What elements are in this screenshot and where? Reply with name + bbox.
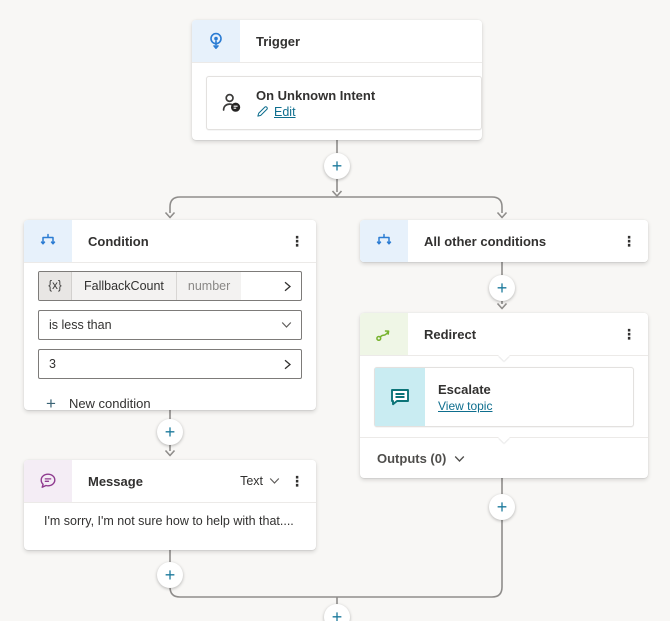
edit-pencil-icon [256, 105, 269, 118]
all-other-conditions-title: All other conditions [424, 233, 547, 249]
message-title: Message [88, 473, 143, 489]
outputs-label: Outputs (0) [377, 451, 447, 466]
message-node: Message Text ⋮ I'm sorry, I'm not sure h… [24, 460, 316, 550]
variable-badge-icon: {x} [39, 272, 72, 300]
redirect-node-header[interactable]: Redirect ⋮ [360, 313, 648, 356]
condition-node-header[interactable]: Condition ⋮ [24, 220, 316, 263]
condition-branch-icon [360, 220, 408, 262]
all-other-conditions-node: All other conditions ⋮ [360, 220, 648, 262]
condition-title: Condition [88, 233, 149, 249]
condition-more-menu-icon[interactable]: ⋮ [290, 232, 304, 249]
unknown-intent-person-icon [221, 92, 243, 114]
edit-link[interactable]: Edit [274, 104, 296, 119]
outputs-toggle[interactable]: Outputs (0) [360, 437, 648, 478]
redirect-more-menu-icon[interactable]: ⋮ [622, 325, 636, 342]
redirect-title: Redirect [424, 326, 477, 342]
variable-type: number [175, 272, 242, 300]
trigger-icon [192, 20, 240, 62]
condition-variable-row[interactable]: {x} FallbackCount number [38, 271, 302, 301]
add-node-button-after-redirect[interactable]: + [489, 494, 515, 520]
all-other-conditions-header[interactable]: All other conditions ⋮ [360, 220, 648, 262]
condition-value: 3 [49, 357, 56, 371]
variable-name: FallbackCount [72, 272, 176, 300]
plus-icon: + [46, 393, 56, 411]
add-node-button-after-merge[interactable]: + [324, 604, 350, 621]
chevron-right-icon [283, 281, 301, 292]
escalate-topic-icon [375, 368, 425, 426]
new-condition-button[interactable]: + New condition [46, 392, 302, 411]
redirect-header-notch [498, 355, 510, 361]
chevron-right-icon [283, 359, 301, 370]
condition-value-row[interactable]: 3 [38, 349, 302, 379]
operator-value: is less than [49, 318, 112, 332]
message-type-label[interactable]: Text [240, 474, 263, 488]
condition-node: Condition ⋮ {x} FallbackCount number is … [24, 220, 316, 410]
redirect-topic-title: Escalate [438, 381, 491, 397]
redirect-body-notch [498, 437, 510, 443]
new-condition-label: New condition [68, 395, 151, 411]
chevron-down-icon [454, 455, 465, 463]
add-node-button-after-all-other[interactable]: + [489, 275, 515, 301]
add-node-button-after-trigger[interactable]: + [324, 153, 350, 179]
trigger-node: Trigger On Unknown Intent [192, 20, 482, 140]
message-bubble-icon [24, 460, 72, 502]
condition-branch-icon [24, 220, 72, 262]
condition-operator-select[interactable]: is less than [38, 310, 302, 340]
redirect-node: Redirect ⋮ Escalate View topic Outputs (… [360, 313, 648, 478]
add-node-button-after-message[interactable]: + [157, 562, 183, 588]
chevron-down-icon[interactable] [269, 477, 280, 485]
all-other-more-menu-icon[interactable]: ⋮ [622, 232, 636, 249]
message-more-menu-icon[interactable]: ⋮ [290, 472, 304, 489]
message-text[interactable]: I'm sorry, I'm not sure how to help with… [44, 514, 294, 528]
redirect-icon [360, 313, 408, 355]
add-node-button-after-condition[interactable]: + [157, 419, 183, 445]
message-node-header[interactable]: Message Text ⋮ [24, 460, 316, 503]
trigger-node-header[interactable]: Trigger [192, 20, 482, 63]
redirect-topic-card[interactable]: Escalate View topic [374, 367, 634, 427]
trigger-item-title: On Unknown Intent [256, 87, 376, 103]
chevron-down-icon [281, 321, 301, 329]
trigger-item-card[interactable]: On Unknown Intent Edit [206, 76, 482, 130]
trigger-title: Trigger [256, 33, 301, 49]
view-topic-link[interactable]: View topic [438, 398, 493, 413]
